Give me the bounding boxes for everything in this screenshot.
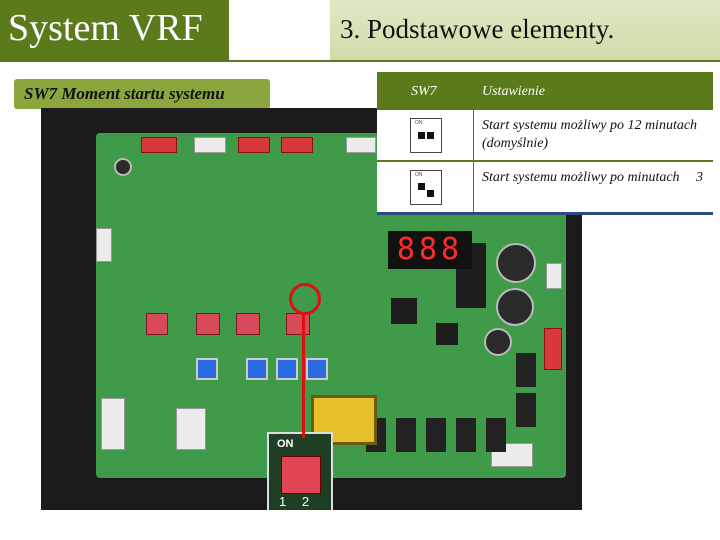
zoom-on-label: ON xyxy=(277,438,294,450)
side-number: 3 xyxy=(696,170,703,185)
potentiometer-icon xyxy=(306,358,328,380)
seven-segment-display: 888 xyxy=(388,231,472,269)
header-divider xyxy=(0,60,720,62)
table-divider xyxy=(473,110,474,160)
capacitor-icon xyxy=(114,158,132,176)
settings-table: SW7 Ustawienie ON Start systemu możliwy … xyxy=(377,72,713,215)
connector-icon xyxy=(346,137,376,153)
potentiometer-icon xyxy=(276,358,298,380)
sw7-zoom-inset: ON 1 2 xyxy=(267,432,333,510)
zoom-numbers: 1 2 xyxy=(279,494,316,509)
app-title: System VRF xyxy=(8,7,203,49)
highlight-pointer-line xyxy=(302,312,305,438)
table-divider xyxy=(473,72,474,110)
title-box: System VRF xyxy=(0,0,229,60)
connector-icon xyxy=(176,408,206,450)
section-heading: 3. Podstawowe elementy. xyxy=(330,0,720,60)
setting-description: Start systemu możliwy po 12 minutach (do… xyxy=(482,118,698,151)
chip-icon xyxy=(391,298,417,324)
table-header-setting: Ustawienie xyxy=(482,84,545,99)
setting-description: Start systemu możliwy po minutach xyxy=(482,170,680,185)
relay-icon xyxy=(486,418,506,452)
dip-switch-icon xyxy=(286,313,310,335)
relay-icon xyxy=(396,418,416,452)
connector-icon xyxy=(101,398,125,450)
dip-switch-setting-1-icon: ON xyxy=(410,118,442,153)
highlight-circle xyxy=(289,283,321,315)
capacitor-icon xyxy=(484,328,512,356)
relay-icon xyxy=(456,418,476,452)
connector-icon xyxy=(544,328,562,370)
relay-icon xyxy=(516,393,536,427)
section-title: 3. Podstawowe elementy. xyxy=(340,14,615,44)
dip-switch-setting-2-icon: ON xyxy=(410,170,442,205)
chip-icon xyxy=(436,323,458,345)
connector-icon xyxy=(96,228,112,262)
relay-icon xyxy=(516,353,536,387)
table-header: SW7 Ustawienie xyxy=(377,72,713,110)
potentiometer-icon xyxy=(196,358,218,380)
capacitor-icon xyxy=(496,288,534,326)
connector-icon xyxy=(194,137,226,153)
relay-icon xyxy=(426,418,446,452)
connector-icon xyxy=(546,263,562,289)
connector-icon xyxy=(141,137,177,153)
capacitor-icon xyxy=(496,243,536,283)
connector-icon xyxy=(281,137,313,153)
table-header-switch: SW7 xyxy=(411,84,437,99)
dip-switch-icon xyxy=(236,313,260,335)
caption-label: SW7 Moment startu systemu xyxy=(14,79,270,109)
potentiometer-icon xyxy=(246,358,268,380)
connector-icon xyxy=(238,137,270,153)
table-row: ON Start systemu możliwy po minutach xyxy=(377,162,713,215)
table-divider xyxy=(473,162,474,212)
dip-switch-icon xyxy=(146,313,168,335)
caption-text: SW7 Moment startu systemu xyxy=(24,84,225,103)
dip-switch-icon xyxy=(196,313,220,335)
sw7-dip-switch-icon xyxy=(281,456,321,494)
table-row: ON Start systemu możliwy po 12 minutach … xyxy=(377,110,713,163)
